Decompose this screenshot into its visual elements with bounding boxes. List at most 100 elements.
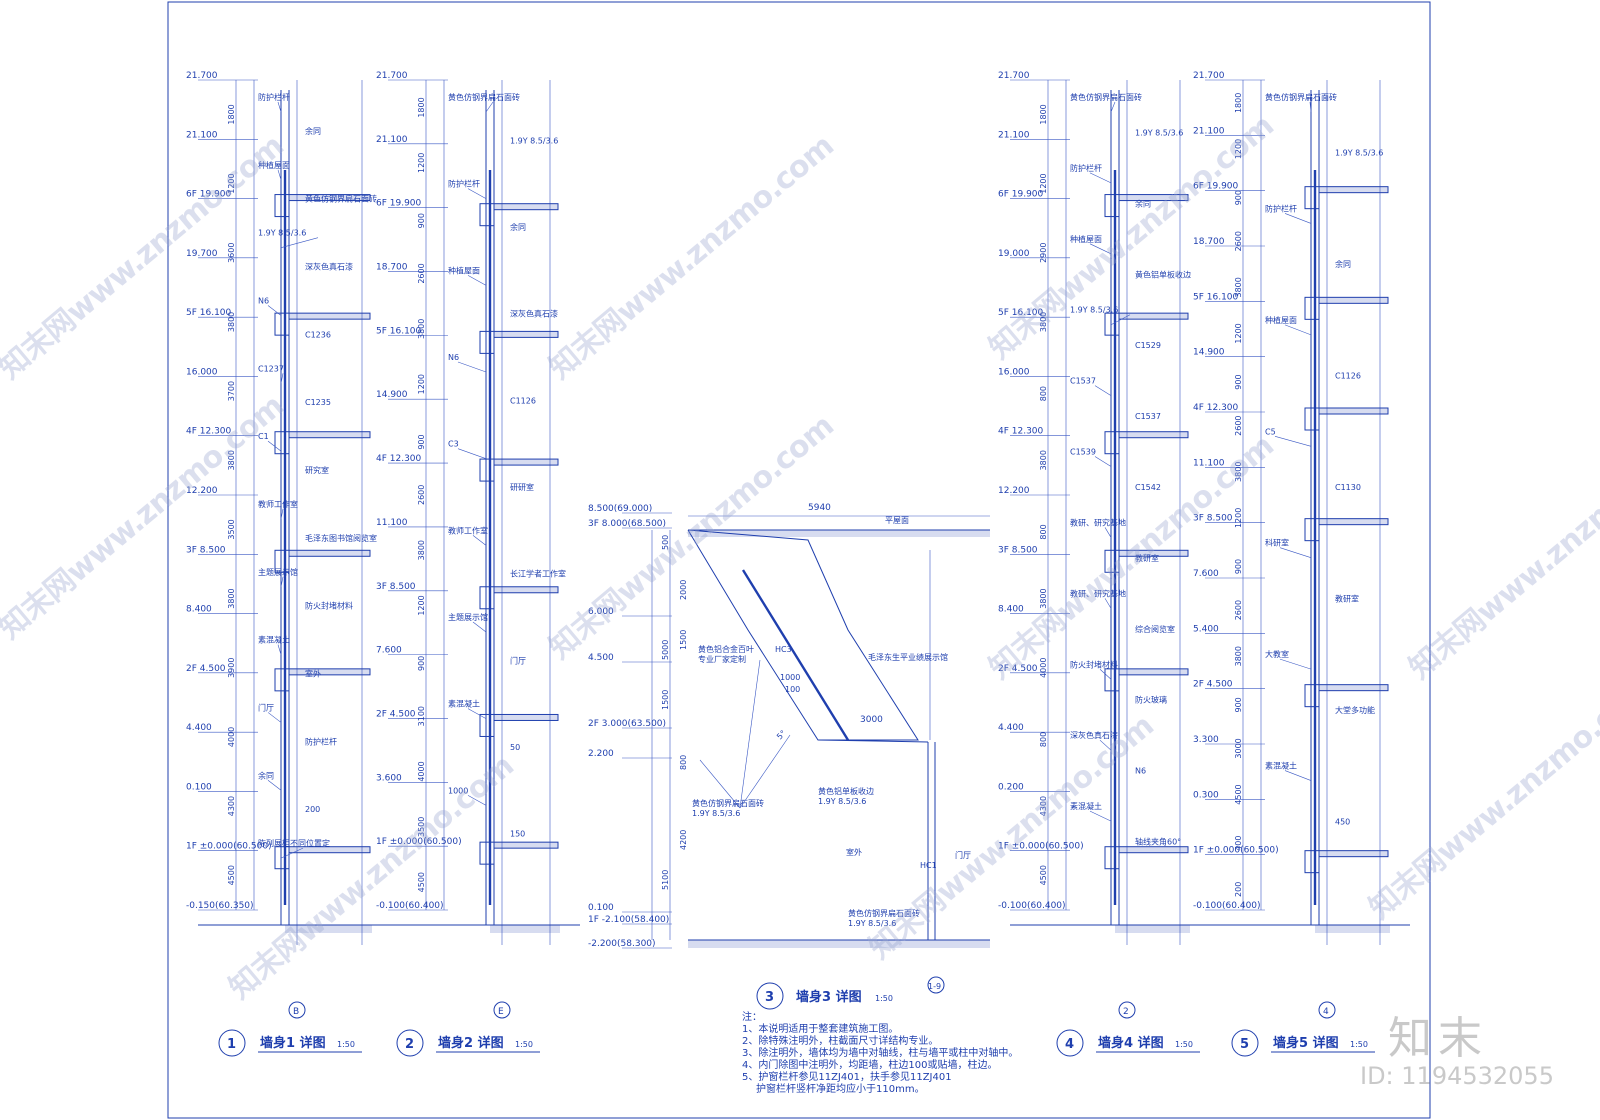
elevation-label: 11.100	[1193, 458, 1225, 468]
site-watermark: 知末网www.znzmo.com	[0, 388, 291, 646]
elevation-label: 16.000	[998, 367, 1030, 377]
leader-line	[277, 169, 282, 180]
elevation-label: 6F 19.900	[186, 190, 232, 200]
note-line-2: 2、除特殊注明外，柱截面尺寸详结构专业。	[742, 1036, 939, 1047]
annotation-label: 教研、研究基地	[1070, 517, 1126, 527]
annotation-label: C1539	[1070, 448, 1096, 457]
elevation-label: 3F 8.000(68.500)	[588, 519, 666, 529]
annotation-label: 素混凝土	[448, 699, 480, 709]
note-line-3: 3、除注明外，墙体均为墙中对轴线，柱与墙平或柱中对轴中。	[742, 1048, 1019, 1059]
dimension-text: 2600	[1234, 600, 1243, 620]
note-line-4: 4、内门除图中注明外，均距墙，柱边100或贴墙，柱边。	[742, 1060, 998, 1071]
annotation-label: C1	[258, 432, 269, 441]
annotation-label: 门厅	[955, 850, 971, 860]
axis-bubble	[1318, 1001, 1336, 1019]
annotation-label: 1000	[448, 786, 468, 795]
dimension-text: 900	[417, 434, 426, 449]
dimension-text: 3000	[860, 715, 883, 725]
dimension-text: 3000	[1234, 738, 1243, 758]
dimension-text: 5100	[661, 870, 670, 890]
leader-line	[467, 795, 487, 806]
axis-bubble	[493, 1001, 511, 1019]
detail-scale: 1:50	[1350, 1040, 1368, 1049]
annotation-label: 种植屋面	[1070, 234, 1102, 244]
dimension-text: 1800	[1234, 93, 1243, 113]
annotation-label: 余同	[510, 222, 526, 232]
axis-bubble-label: B	[293, 1007, 299, 1017]
dimension-text: 3900	[227, 658, 236, 678]
leader-line	[472, 535, 487, 546]
dimension-text: 4500	[227, 865, 236, 885]
annotation-label: 科研室	[1265, 538, 1289, 548]
elevation-label: 8.400	[186, 605, 212, 615]
elevation-label: 11.100	[376, 518, 408, 528]
annotation-label: 门厅	[510, 655, 526, 665]
sheet-frame	[167, 1, 1431, 1119]
elevation-label: 7.600	[376, 646, 402, 656]
leader-line	[1089, 172, 1112, 184]
elevation-label: -0.100(60.400)	[376, 901, 444, 911]
edge-beam	[1104, 668, 1120, 692]
annotation-label: 毛泽东生平业绩展示馆	[868, 652, 948, 662]
edge-beam	[1104, 846, 1120, 870]
site-watermark: 知末网www.znzmo.com	[0, 128, 291, 386]
annotation-label: 防护栏杆	[1070, 163, 1102, 173]
dimension-text: 800	[679, 755, 688, 770]
detail-title: 墙身4 详图	[1098, 1035, 1164, 1051]
elevation-label: 21.100	[998, 130, 1030, 140]
elevation-label: 2F 4.500	[998, 664, 1038, 674]
dimension-text: 2900	[1039, 243, 1048, 263]
elevation-label: 7.600	[1193, 569, 1219, 579]
dimension-text: 3800	[227, 588, 236, 608]
elevation-label: 4.500	[588, 653, 614, 663]
leader-line	[485, 101, 494, 113]
annotation-label: C1235	[305, 398, 331, 407]
slab-hatch	[494, 331, 558, 338]
edge-beam	[479, 841, 495, 865]
leader-line	[280, 508, 284, 520]
notes-heading: 注：	[742, 1012, 762, 1023]
elevation-label: -0.100(60.400)	[1193, 901, 1261, 911]
elevation-label: 6F 19.900	[998, 190, 1044, 200]
elevation-label: 4F 12.300	[186, 427, 232, 437]
elevation-label: 4F 12.300	[1193, 403, 1239, 413]
annotation-label: 200	[305, 805, 320, 814]
slab-hatch	[1119, 846, 1188, 853]
edge-beam	[274, 549, 290, 573]
dimension-text: 2600	[1234, 231, 1243, 251]
annotation-label: 综合阅览室	[1135, 624, 1175, 634]
dimension-text: 4500	[417, 872, 426, 892]
annotation-label: 种植屋面	[1265, 315, 1297, 325]
axis-bubble	[1118, 1001, 1136, 1019]
foundation-hatch	[1115, 925, 1190, 933]
dimension-text: 2000	[679, 580, 688, 600]
detail-title: 墙身1 详图	[260, 1035, 326, 1051]
annotation-label: 黄色铝单板收边	[818, 786, 874, 796]
site-watermark: 知末网www.znzmo.com	[223, 748, 521, 1006]
site-watermark: 知末网www.znzmo.com	[543, 128, 841, 386]
slab-hatch	[1119, 194, 1188, 201]
elevation-label: 19.700	[186, 249, 218, 259]
annotation-label: 1.9Y 8.5/3.6	[1335, 149, 1383, 158]
dimension-text: 3800	[227, 450, 236, 470]
inclined-glazing	[741, 569, 850, 741]
detail-number: 2	[405, 1037, 414, 1052]
edge-beam	[479, 458, 495, 482]
elevation-label: 3F 8.500	[1193, 514, 1233, 524]
elevation-label: 5F 16.100	[998, 308, 1044, 318]
annotation-label: 余同	[1335, 259, 1351, 269]
slab-hatch	[289, 313, 370, 320]
dimension-text: 4500	[1234, 784, 1243, 804]
elevation-label: 5F 16.100	[1193, 292, 1239, 302]
annotation-label: N6	[448, 353, 459, 362]
note-line-6: 护窗栏杆竖杆净距均应小于110mm。	[756, 1084, 925, 1095]
annotation-label: 防护栏杆	[258, 92, 290, 102]
dimension-text: 1200	[1234, 508, 1243, 528]
annotation-label: 黄色仿钢界扁石面砖	[848, 908, 920, 918]
dimension-text: 5000	[661, 640, 670, 660]
elevation-label: 2F 4.500	[376, 709, 416, 719]
elevation-label: 6F 19.900	[376, 199, 422, 209]
dimension-text: 3800	[1039, 450, 1048, 470]
annotation-label: 毛泽东图书馆阅览室	[305, 533, 377, 543]
site-watermark: 知末网www.znzmo.com	[1363, 668, 1600, 926]
